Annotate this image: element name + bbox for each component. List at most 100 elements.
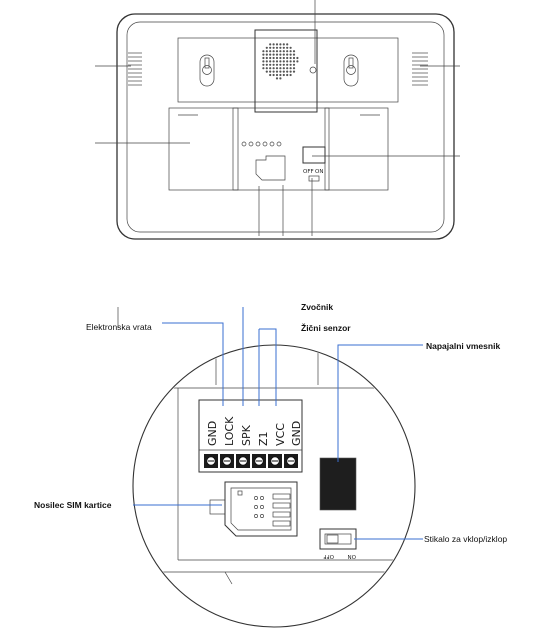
grille-hole [265, 63, 268, 66]
grille-hole [269, 53, 272, 56]
grille-hole [279, 63, 282, 66]
grille-hole [262, 67, 265, 70]
grille-hole [275, 50, 279, 53]
terminal-screws [204, 454, 298, 468]
grille-hole [289, 73, 292, 77]
grille-hole [272, 50, 275, 53]
grille-hole [279, 77, 282, 80]
grille-hole [272, 43, 275, 46]
grille-hole [282, 43, 285, 46]
terminal-labels: GND LOCK SPK Z1 VCC GND [206, 416, 303, 446]
label-power-switch: Stikalo za vklop/izklop [424, 534, 507, 544]
label-wired-sensor: Žični senzor [301, 322, 351, 333]
grille-hole [279, 50, 282, 53]
sim-card-holder-icon [209, 481, 298, 537]
grille-hole [265, 46, 268, 49]
grille-hole [262, 60, 265, 63]
grille-hole [289, 53, 292, 56]
grille-hole [282, 46, 285, 49]
grille-hole [275, 63, 279, 66]
grille-hole [296, 56, 299, 60]
mounting-plate [177, 37, 399, 103]
terminal-label-lock: LOCK [223, 416, 236, 446]
grille-hole [275, 56, 279, 60]
mic-hole-icon [309, 66, 317, 74]
label-power-socket: Napajalni vmesnik [426, 341, 500, 351]
grille-hole [275, 70, 279, 73]
grille-hole [289, 63, 292, 66]
speaker-housing [254, 29, 318, 113]
grille-hole [265, 53, 268, 56]
device-outer-shell [116, 13, 455, 240]
slide-switch-icon [319, 528, 357, 550]
grille-hole [289, 50, 292, 53]
device-back-view: OFF ON [95, 0, 460, 240]
grille-hole [292, 60, 296, 63]
grille-hole [282, 60, 285, 63]
grille-hole [279, 73, 282, 77]
grille-hole [272, 67, 275, 70]
grille-hole [286, 46, 289, 49]
grille-hole [286, 60, 289, 63]
grille-hole [289, 46, 292, 49]
left-keyhole-icon [199, 54, 215, 87]
grille-hole [272, 63, 275, 66]
grille-hole [286, 73, 289, 77]
switch-on-label: ON [348, 553, 356, 559]
grille-hole [292, 63, 296, 66]
switch-off-label: OFF [323, 553, 334, 559]
grille-hole [272, 70, 275, 73]
mini-sim-holder-icon [255, 155, 286, 181]
grille-hole [292, 67, 296, 70]
grille-hole [279, 67, 282, 70]
grille-hole [275, 67, 279, 70]
grille-hole [286, 43, 289, 46]
center-panel [232, 107, 330, 191]
grille-hole [265, 60, 268, 63]
grille-hole [282, 70, 285, 73]
grille-hole [265, 70, 268, 73]
grille-hole [279, 56, 282, 60]
grille-hole [269, 73, 272, 77]
grille-hole [262, 63, 265, 66]
grille-hole [286, 53, 289, 56]
grille-hole [289, 56, 292, 60]
grille-hole [275, 60, 279, 63]
grille-hole [269, 70, 272, 73]
zoom-circle [132, 344, 416, 628]
grille-hole [279, 60, 282, 63]
grille-hole [265, 50, 268, 53]
grille-hole [286, 50, 289, 53]
right-keyhole-icon [343, 54, 359, 87]
left-battery-bay [168, 107, 239, 191]
grille-hole [269, 67, 272, 70]
label-sim-holder: Nosilec SIM kartice [34, 500, 112, 510]
grille-hole [286, 67, 289, 70]
grille-hole [282, 56, 285, 60]
grille-hole [272, 73, 275, 77]
grille-hole [286, 63, 289, 66]
right-battery-bay [324, 107, 389, 191]
grille-hole [289, 60, 292, 63]
label-speaker: Zvočnik [301, 302, 333, 312]
grille-hole [282, 73, 285, 77]
grille-hole [262, 53, 265, 56]
terminal-block [198, 399, 303, 473]
grille-hole [286, 70, 289, 73]
grille-hole [279, 46, 282, 49]
grille-hole [275, 77, 279, 80]
grille-hole [275, 43, 279, 46]
grille-hole [282, 53, 285, 56]
grille-hole [279, 53, 282, 56]
grille-hole [272, 56, 275, 60]
grille-hole [292, 53, 296, 56]
terminal-label-spk: SPK [240, 424, 253, 446]
grille-hole [282, 50, 285, 53]
grille-hole [269, 43, 272, 46]
mini-switch-off: OFF [303, 169, 314, 175]
left-vent-icon [128, 52, 142, 86]
label-doorbell: Elektronska vrata [86, 322, 152, 332]
grille-hole [275, 46, 279, 49]
device-inner-shell [126, 21, 445, 233]
